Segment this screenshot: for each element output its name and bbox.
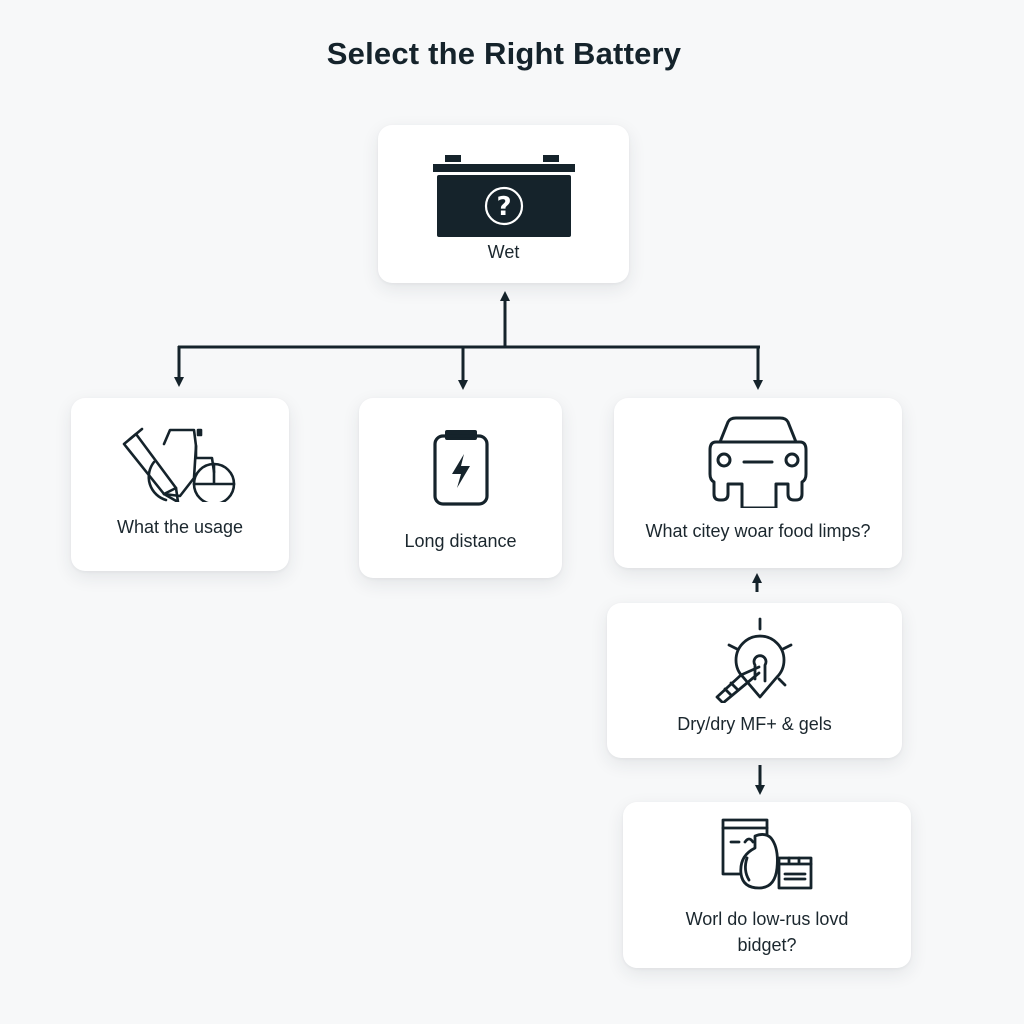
node-city-label: What citey woar food limps?: [645, 521, 871, 541]
node-usage: What the usage: [71, 398, 289, 571]
node-city: What citey woar food limps?: [614, 398, 902, 568]
pencil-bicycle-icon: [122, 427, 236, 502]
battery-charge-icon: [432, 430, 489, 506]
node-long-distance: Long distance: [359, 398, 562, 578]
svg-text:?: ?: [496, 192, 511, 222]
node-dry: Dry/dry MF+ & gels: [607, 603, 902, 758]
node-dry-label: Dry/dry MF+ & gels: [677, 714, 832, 734]
node-usage-label: What the usage: [116, 517, 244, 537]
node-wet-label: Wet: [487, 242, 520, 262]
node-budget-label: Worl do low-rus lovd bidget?: [685, 909, 849, 955]
idea-pin-icon: [715, 617, 792, 703]
budget-documents-icon: [721, 818, 813, 890]
node-budget: Worl do low-rus lovd bidget?: [623, 802, 911, 968]
car-icon: [708, 416, 808, 508]
battery-question-icon: ?: [432, 155, 575, 237]
node-wet: ? Wet: [378, 125, 629, 283]
node-long-distance-label: Long distance: [404, 531, 517, 551]
diagram-title: Select the Right Battery: [326, 36, 682, 71]
